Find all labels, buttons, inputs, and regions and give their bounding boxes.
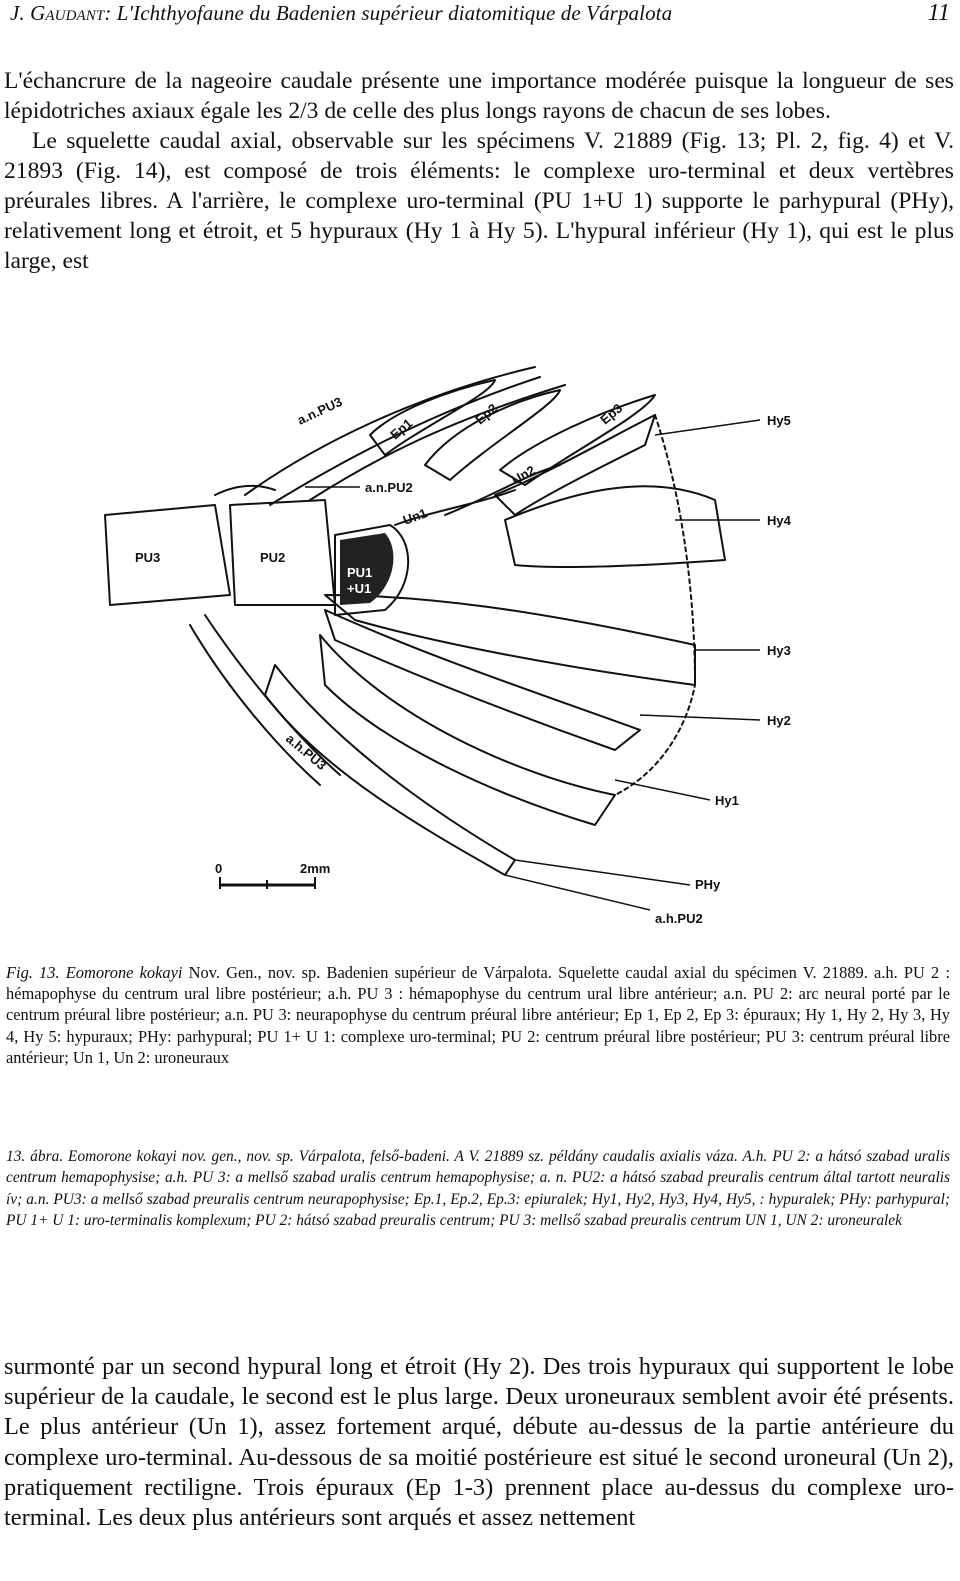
caption-fig-number: Fig. 13. [6, 963, 60, 982]
caption-text: Nov. Gen., nov. sp. Badenien supérieur d… [6, 963, 951, 1067]
neural-spine-outline [269, 376, 541, 506]
haemal-spine [204, 614, 341, 776]
uroneural-1 [394, 489, 516, 526]
label-ep2: Ep2 [472, 400, 500, 427]
caption-hungarian: 13. ábra. Eomorone kokayi nov. gen., nov… [6, 1148, 950, 1230]
uro-terminal-complex-fill [340, 533, 394, 605]
label-anpu2: a.n.PU2 [365, 480, 413, 495]
scale-bar [219, 877, 316, 889]
label-pu3: PU3 [135, 550, 160, 565]
hypural-2 [324, 609, 641, 751]
neural-arch [214, 484, 276, 496]
body-text-bottom: surmonté par un second hypural long et é… [4, 1352, 954, 1533]
running-header: J. Gaudant: L'Ichthyofaune du Badenien s… [10, 0, 950, 34]
label-scale-zero: 0 [215, 861, 222, 876]
header-author: J. Gaudant [10, 1, 105, 25]
paragraph: L'échancrure de la nageoire caudale prés… [4, 68, 954, 124]
label-phy: PHy [695, 877, 721, 892]
label-ahpu2: a.h.PU2 [655, 911, 703, 926]
hypural-3 [324, 594, 696, 686]
label-pu1: PU1 [347, 565, 372, 580]
label-hy4: Hy4 [767, 513, 792, 528]
label-anpu3: a.n.PU3 [295, 394, 345, 428]
hypural-4 [504, 485, 726, 569]
caudal-skeleton-drawing: a.n.PU3 Ep1 Ep2 Ep3 Hy5 a.n.PU2 Un2 Un1 … [104, 366, 792, 926]
epural-1 [369, 379, 496, 456]
paragraph: surmonté par un second hypural long et é… [4, 1353, 954, 1532]
label-scale-length: 2mm [300, 861, 330, 876]
label-u1: +U1 [347, 581, 371, 596]
paragraph: Le squelette caudal axial, observable su… [4, 128, 954, 274]
body-text-top: L'échancrure de la nageoire caudale prés… [4, 66, 954, 276]
label-ahpu3: a.h.PU3 [283, 731, 329, 773]
hypural-1 [319, 634, 616, 826]
vertebra-pu1-u1 [334, 524, 410, 616]
label-hy1: Hy1 [715, 793, 739, 808]
neural-spine-outline [244, 366, 536, 496]
label-hy5: Hy5 [767, 413, 791, 428]
caption-french: Fig. 13. Eomorone kokayi Nov. Gen., nov.… [6, 962, 950, 1068]
haemal-spine [189, 624, 321, 786]
fin-ray-base [614, 414, 696, 796]
page-number: 11 [927, 0, 950, 26]
header-title: J. Gaudant: L'Ichthyofaune du Badenien s… [10, 1, 672, 26]
hypural-5 [494, 414, 656, 516]
figure-caudal-skeleton: a.n.PU3 Ep1 Ep2 Ep3 Hy5 a.n.PU2 Un2 Un1 … [95, 355, 865, 935]
label-pu2: PU2 [260, 550, 285, 565]
vertebra-pu3 [104, 504, 231, 606]
epural-3 [499, 394, 656, 486]
epural-2 [424, 389, 561, 481]
label-hy3: Hy3 [767, 643, 791, 658]
caption-species: Eomorone kokayi [65, 963, 183, 982]
label-un1: Un1 [401, 505, 429, 527]
uroneural-2 [444, 464, 561, 516]
header-title-rest: : L'Ichthyofaune du Badenien supérieur d… [104, 1, 673, 25]
label-hy2: Hy2 [767, 713, 791, 728]
